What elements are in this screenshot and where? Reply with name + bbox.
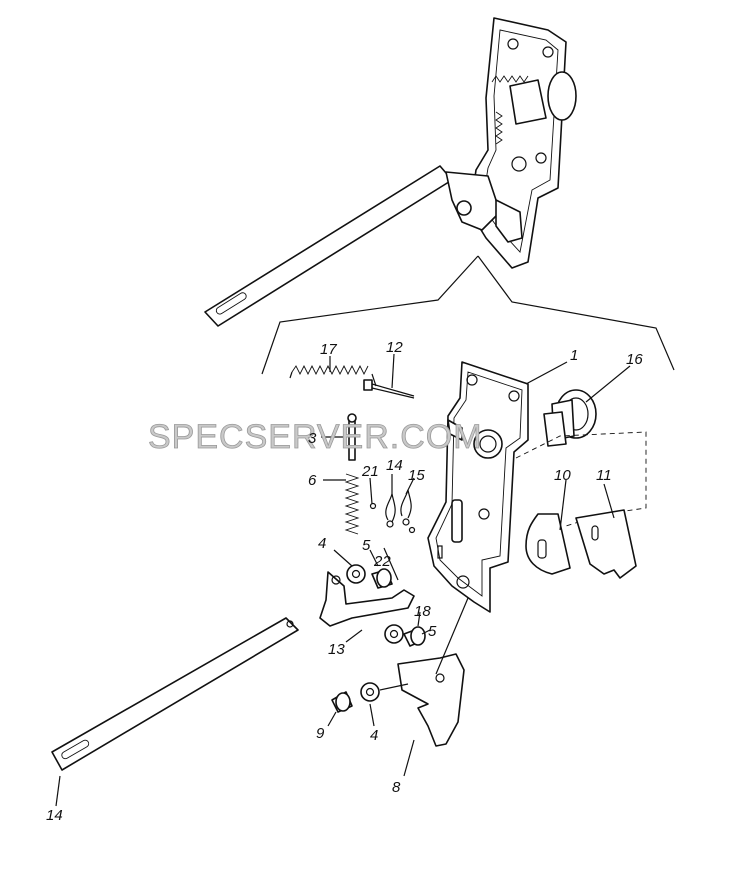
washer-4-upper — [346, 564, 366, 584]
washer-4-lower — [360, 682, 380, 702]
washer-18 — [384, 624, 404, 644]
callout-21: 21 — [361, 463, 379, 480]
callout-8: 8 — [392, 779, 401, 796]
callout-22: 22 — [373, 553, 391, 570]
watermark: SPECSERVER.COM — [148, 418, 483, 456]
callout-5-lower: 5 — [428, 623, 437, 640]
callout-15: 15 — [408, 467, 425, 484]
callout-6: 6 — [308, 472, 317, 489]
callout-numbers: 1 16 17 12 3 6 21 14 15 10 11 4 5 22 18 … — [46, 339, 643, 824]
callout-13: 13 — [328, 641, 345, 658]
callout-16: 16 — [626, 351, 643, 368]
callout-17: 17 — [320, 341, 337, 358]
callout-1: 1 — [570, 347, 578, 364]
part-13-lever — [319, 571, 415, 627]
leader-lines — [55, 353, 631, 807]
part-12-pin — [363, 379, 415, 399]
leader-axis — [435, 597, 469, 675]
assembled-lock-view — [204, 17, 577, 327]
dashed-axis — [515, 431, 647, 527]
part-16-knob — [543, 389, 597, 447]
callout-11: 11 — [596, 467, 612, 484]
part-14-rod — [51, 617, 299, 771]
part-11-plate — [575, 509, 637, 579]
leader-washer — [379, 683, 409, 691]
pin-5-upper — [371, 568, 393, 589]
callout-10: 10 — [554, 467, 571, 484]
part-6-spring — [344, 473, 360, 535]
callout-12: 12 — [386, 339, 403, 356]
callout-4-upper: 4 — [318, 535, 326, 552]
part-1-plate — [427, 361, 529, 613]
pin-5-lower — [403, 626, 426, 647]
callout-14-upper: 14 — [386, 457, 403, 474]
pin-9 — [331, 691, 353, 713]
callout-4-lower: 4 — [370, 727, 378, 744]
callout-9: 9 — [316, 725, 325, 742]
bracket-left — [261, 255, 479, 375]
part-10-cam — [525, 513, 571, 575]
bracket-right — [477, 255, 675, 371]
part-17-ends — [289, 371, 377, 387]
part-8-lever — [397, 653, 465, 747]
callout-14-lower: 14 — [46, 807, 63, 824]
small-clips — [369, 489, 416, 534]
callout-18: 18 — [414, 603, 431, 620]
callout-3: 3 — [308, 430, 317, 447]
callout-5-upper: 5 — [362, 537, 371, 554]
part-3-pin — [347, 413, 357, 461]
